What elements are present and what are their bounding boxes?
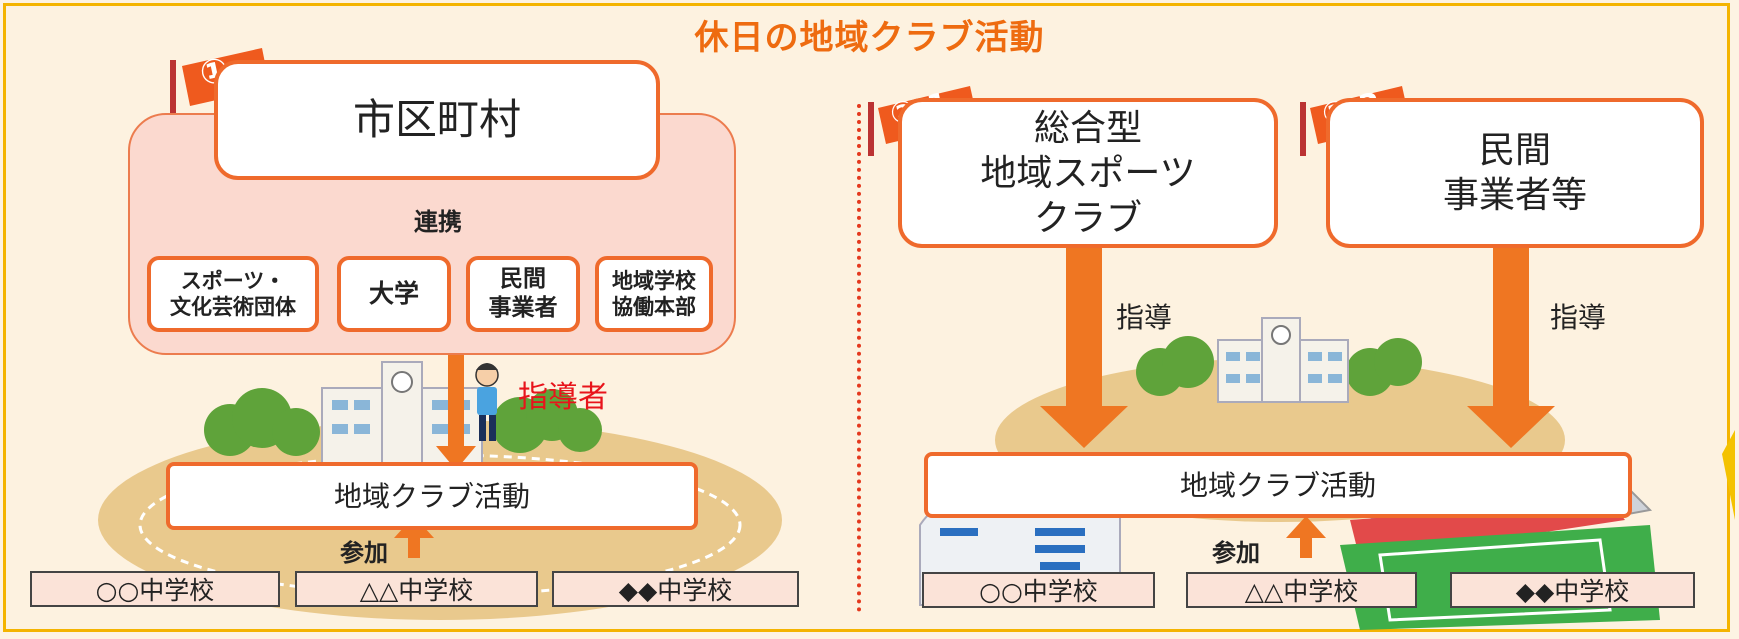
right-school-building — [1217, 317, 1349, 403]
section-divider — [857, 104, 861, 612]
left-school-1: ○○中学校 — [30, 571, 280, 607]
partner-sports-culture: スポーツ・ 文化芸術団体 — [147, 256, 319, 332]
private-business-box: 民間 事業者等 — [1326, 98, 1704, 248]
left-participate-label: 参加 — [340, 539, 388, 567]
municipality-box: 市区町村 — [214, 60, 660, 180]
instructor-figure — [475, 363, 499, 441]
left-school-3: ◆◆中学校 — [552, 571, 799, 607]
partner-university: 大学 — [337, 256, 451, 332]
collaboration-label: 連携 — [414, 208, 462, 236]
partner-school-collab-hq: 地域学校 協働本部 — [595, 256, 713, 332]
guide-label-2: 指導 — [1550, 301, 1607, 334]
edge-marker — [1722, 430, 1735, 520]
left-trees — [204, 388, 602, 456]
right-school-1: ○○中学校 — [922, 572, 1155, 608]
instructor-label: 指導者 — [518, 380, 608, 415]
left-school-2: △△中学校 — [295, 571, 538, 607]
right-participate-label: 参加 — [1212, 539, 1260, 567]
right-school-2: △△中学校 — [1186, 572, 1417, 608]
guide-label-1: 指導 — [1116, 301, 1173, 334]
partner-private-business: 民間 事業者 — [466, 256, 580, 332]
right-trees — [1136, 336, 1422, 396]
left-club-activity-box: 地域クラブ活動 — [166, 462, 698, 530]
right-club-activity-box: 地域クラブ活動 — [924, 452, 1632, 518]
right-school-3: ◆◆中学校 — [1450, 572, 1695, 608]
diagram-title: 休日の地域クラブ活動 — [694, 18, 1045, 58]
sports-club-box: 総合型 地域スポーツ クラブ — [898, 98, 1278, 248]
down-arrow-shaft — [448, 352, 464, 448]
